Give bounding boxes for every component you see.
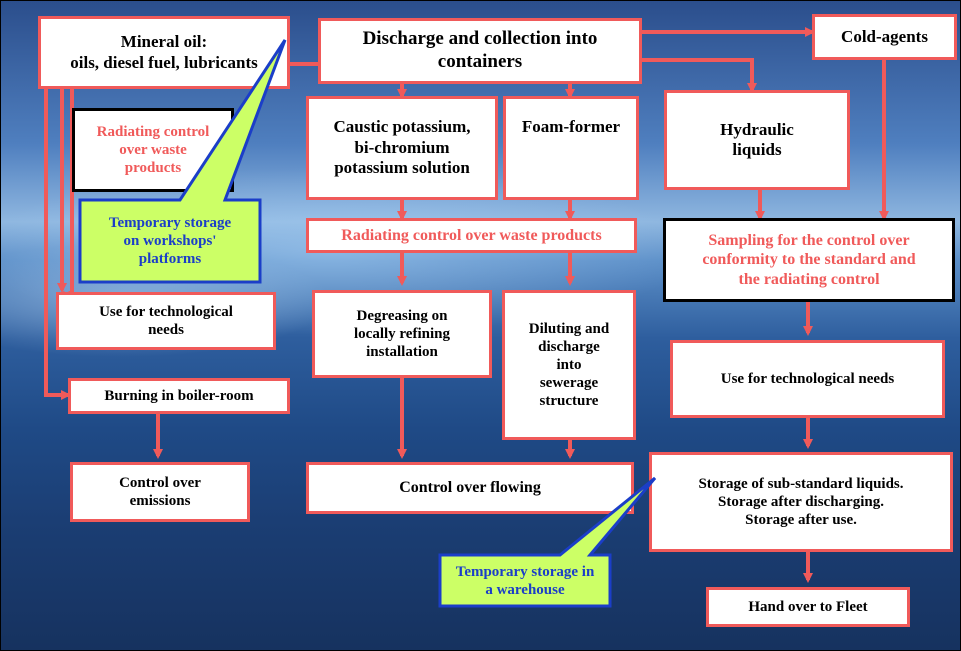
callout-workshops-text: Temporary storage on workshops' platform… xyxy=(108,215,232,267)
diluting-node: Diluting and discharge into sewerage str… xyxy=(502,290,636,440)
radiating-control-mid-label: Radiating control over waste products xyxy=(341,226,602,244)
foam-former-node: Foam-former xyxy=(503,96,639,200)
control-emissions-node: Control over emissions xyxy=(70,462,250,522)
degreasing-node: Degreasing on locally refining installat… xyxy=(312,290,492,378)
use-tech-left-node: Use for technological needs xyxy=(56,292,276,350)
radiating-control-mid-node: Radiating control over waste products xyxy=(306,218,637,253)
hand-over-node: Hand over to Fleet xyxy=(706,587,910,627)
degreasing-label: Degreasing on locally refining installat… xyxy=(354,308,450,360)
discharge-node: Discharge and collection into containers xyxy=(318,18,642,84)
cold-agents-node: Cold-agents xyxy=(812,14,957,60)
burning-label: Burning in boiler-room xyxy=(104,388,254,404)
foam-former-label: Foam-former xyxy=(521,117,621,136)
caustic-potassium-node: Caustic potassium, bi-chromium potassium… xyxy=(306,96,498,200)
hand-over-label: Hand over to Fleet xyxy=(748,599,868,615)
hydraulic-liquids-label: Hydraulic liquids xyxy=(720,119,794,159)
use-tech-right-label: Use for technological needs xyxy=(720,371,895,387)
mineral-oil-label: Mineral oil: oils, diesel fuel, lubrican… xyxy=(70,32,258,72)
callout-warehouse-text: Temporary storage in a warehouse xyxy=(455,563,595,598)
caustic-potassium-label: Caustic potassium, bi-chromium potassium… xyxy=(333,117,471,178)
cold-agents-label: Cold-agents xyxy=(841,26,928,46)
sampling-node: Sampling for the control over conformity… xyxy=(663,218,955,302)
diluting-label: Diluting and discharge into sewerage str… xyxy=(528,321,610,409)
hydraulic-liquids-node: Hydraulic liquids xyxy=(664,90,850,190)
control-flowing-label: Control over flowing xyxy=(399,479,541,497)
storage-node: Storage of sub-standard liquids. Storage… xyxy=(649,452,953,552)
storage-label: Storage of sub-standard liquids. Storage… xyxy=(698,476,904,528)
mineral-oil-node: Mineral oil: oils, diesel fuel, lubrican… xyxy=(38,16,290,89)
discharge-label: Discharge and collection into containers xyxy=(362,28,598,72)
burning-node: Burning in boiler-room xyxy=(68,378,290,414)
use-tech-right-node: Use for technological needs xyxy=(670,340,945,418)
control-emissions-label: Control over emissions xyxy=(119,475,201,509)
sampling-label: Sampling for the control over conformity… xyxy=(702,232,916,288)
control-flowing-node: Control over flowing xyxy=(306,462,634,514)
radiating-control-left-label: Radiating control over waste products xyxy=(96,124,210,176)
use-tech-left-label: Use for technological needs xyxy=(99,304,233,338)
